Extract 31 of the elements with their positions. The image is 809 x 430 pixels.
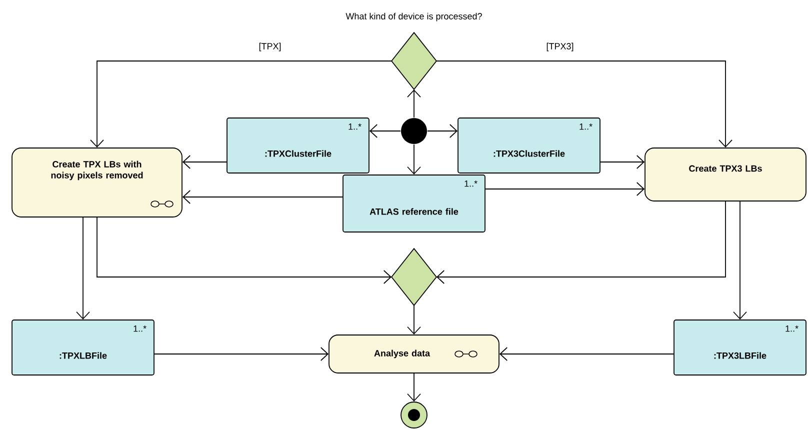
arrow [733, 201, 747, 320]
activity-box: Analyse data [328, 334, 500, 374]
arrow [407, 144, 421, 175]
object-box: 1..* :TPX3ClusterFile [458, 118, 600, 174]
arrow [499, 347, 674, 361]
arrow [436, 201, 726, 284]
start-dot [401, 118, 427, 144]
arrow [427, 124, 458, 138]
object-box: 1..* :TPXClusterFile [226, 118, 370, 174]
end-bullseye [400, 402, 428, 428]
arrow [90, 60, 392, 148]
question-text: What kind of device is processed? [346, 12, 482, 22]
object-box: 1..* ATLAS reference file [342, 174, 486, 232]
arrow [407, 373, 421, 402]
object-box: 1..* :TPXLBFile [12, 320, 154, 376]
arrow [436, 60, 732, 148]
edge-label: [TPX3] [545, 42, 575, 52]
activity-box: Create TPX3 LBs [644, 148, 806, 202]
arrow [369, 124, 401, 138]
object-box: 1..* :TPX3LBFile [674, 320, 806, 376]
arrow [182, 155, 227, 169]
arrow [96, 217, 392, 284]
arrow [407, 89, 421, 118]
arrow [485, 182, 645, 196]
arrow [154, 347, 329, 361]
activity-box: Create TPX LBs with noisy pixels removed [12, 148, 182, 218]
arrow [407, 305, 421, 335]
arrow [76, 217, 90, 320]
arrow [600, 155, 645, 169]
arrow [182, 190, 343, 204]
edge-label: [TPX] [258, 42, 282, 52]
